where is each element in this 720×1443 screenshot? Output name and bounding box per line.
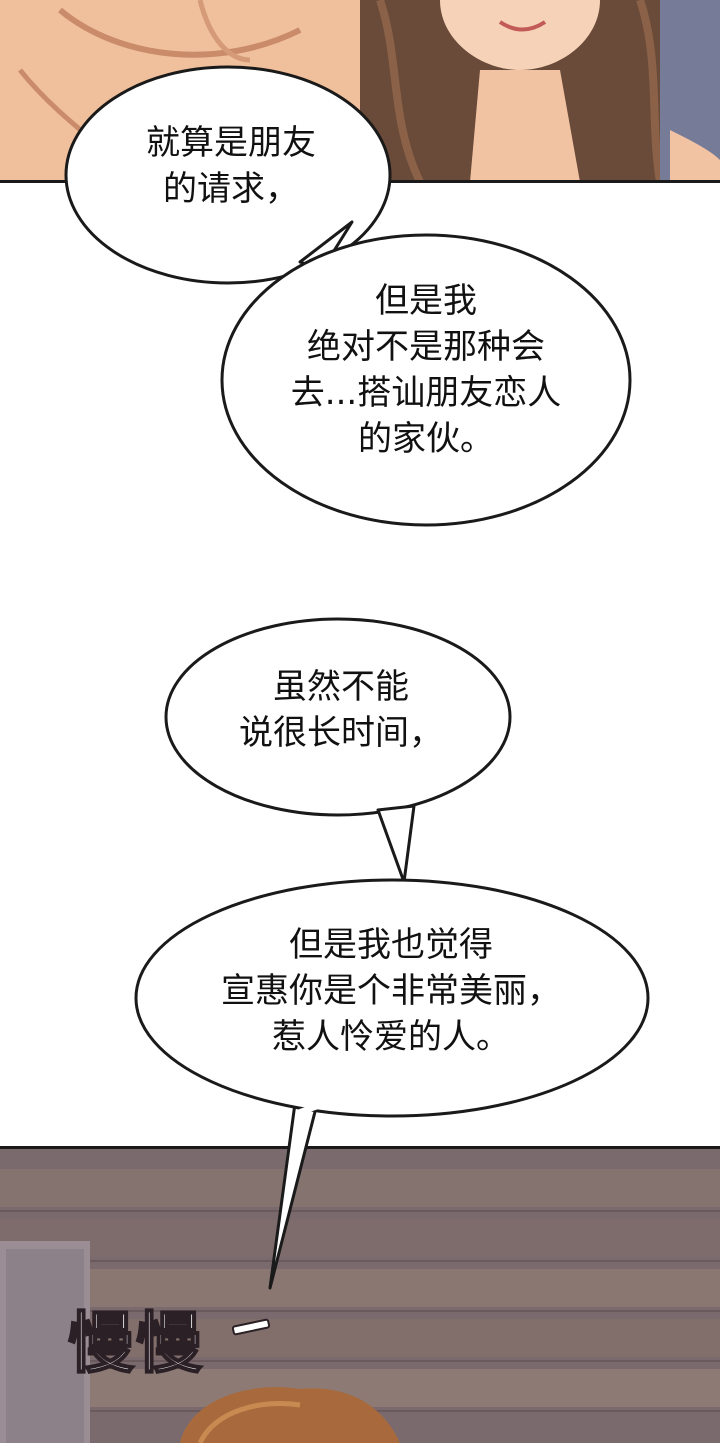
bottom-panel-illustration bbox=[0, 1149, 720, 1443]
speech-bubble-2 bbox=[220, 233, 632, 527]
speech-bubble-4 bbox=[134, 878, 650, 1290]
bottom-comic-panel bbox=[0, 1146, 720, 1443]
speech-bubble-3 bbox=[164, 617, 512, 884]
speech-bubble-1 bbox=[64, 65, 392, 285]
speech-bubble-2-text: 但是我 绝对不是那种会 去...搭讪朋友恋人 的家伙。 bbox=[290, 281, 562, 459]
speech-bubble-4-text: 但是我也觉得 宣惠你是个非常美丽， 惹人怜爱的人。 bbox=[221, 925, 561, 1057]
speech-bubble-1-text: 就算是朋友 的请求， bbox=[146, 123, 316, 209]
sound-effect-text: 慢慢 bbox=[67, 1304, 204, 1383]
speech-bubble-3-text: 虽然不能 说很长时间， bbox=[239, 667, 443, 753]
